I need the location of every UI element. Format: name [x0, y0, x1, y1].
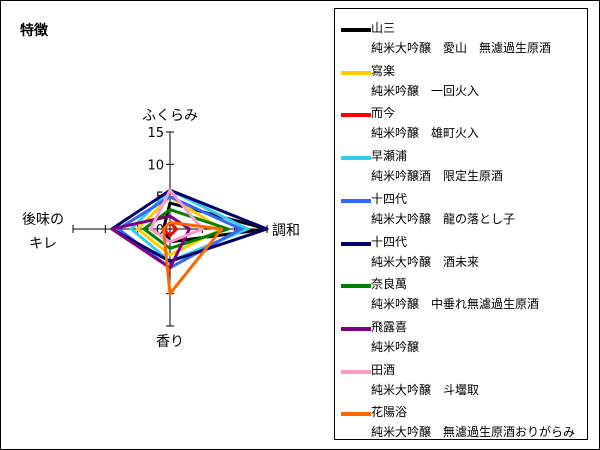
- series-line: [149, 188, 204, 244]
- legend-item: 山三純米大吟醸 愛山 無濾過生原酒: [335, 19, 589, 63]
- legend-item: 早瀬浦純米吟醸酒 限定生原酒: [335, 147, 589, 191]
- legend-series-description: 純米吟醸: [371, 339, 420, 354]
- series-line: [110, 188, 269, 263]
- legend-series-description: 純米吟醸酒 限定生原酒: [371, 169, 504, 184]
- legend-item: 十四代純米大吟醸 龍の落とし子: [335, 190, 589, 234]
- legend-item: 田酒純米大吟醸 斗壜取: [335, 361, 589, 405]
- axis-label: 香り: [156, 334, 184, 350]
- legend-item: 寫楽純米吟醸 一回火入: [335, 62, 589, 106]
- legend-series-name: 而今: [371, 106, 396, 121]
- legend-series-description: 純米吟醸 中垂れ無濾過生原酒: [371, 297, 540, 312]
- legend-series-description: 純米吟醸 一回火入: [371, 83, 480, 98]
- legend-swatch: [341, 284, 371, 289]
- tick-label: 10: [147, 158, 164, 173]
- legend-series-name: 花陽浴: [371, 405, 408, 420]
- legend-swatch: [341, 241, 371, 246]
- legend-series-name: 早瀬浦: [371, 149, 408, 164]
- legend-series-description: 純米吟醸 雄町火入: [371, 126, 480, 141]
- legend-swatch: [341, 70, 371, 75]
- axis-label: 調和: [272, 223, 300, 239]
- tick-label: 0: [156, 223, 164, 238]
- series-line: [162, 221, 224, 296]
- legend-item: 飛露喜純米吟醸: [335, 318, 589, 362]
- legend-series-description: 純米大吟醸 斗壜取: [371, 382, 480, 397]
- legend-series-name: 十四代: [371, 234, 408, 249]
- legend-swatch: [341, 369, 371, 374]
- legend-series-description: 純米大吟醸 愛山 無濾過生原酒: [371, 41, 552, 55]
- axis-label: ふくらみ: [142, 108, 198, 124]
- legend-item: 花陽浴純米大吟醸 無濾過生原酒おりがらみ: [335, 403, 589, 447]
- legend-series-description: 純米大吟醸 酒未来: [371, 254, 480, 269]
- legend-series-name: 山三: [371, 21, 396, 35]
- legend: 山三純米大吟醸 愛山 無濾過生原酒寫楽純米吟醸 一回火入而今純米吟醸 雄町火入早…: [334, 8, 588, 440]
- legend-series-name: 飛露喜: [371, 319, 408, 334]
- legend-series-name: 十四代: [371, 191, 408, 206]
- legend-item: 十四代純米大吟醸 酒未来: [335, 233, 589, 277]
- legend-swatch: [341, 156, 371, 161]
- legend-series-description: 純米大吟醸 無濾過生原酒おりがらみ: [371, 425, 576, 440]
- chart-title: 特徴: [20, 23, 48, 39]
- legend-swatch: [341, 412, 371, 417]
- legend-series-name: 奈良萬: [371, 277, 408, 292]
- legend-swatch: [341, 326, 371, 331]
- legend-item: 而今純米吟醸 雄町火入: [335, 104, 589, 148]
- tick-label: 15: [147, 126, 164, 141]
- legend-swatch: [341, 198, 371, 203]
- legend-series-name: 田酒: [371, 362, 396, 377]
- legend-series-description: 純米大吟醸 龍の落とし子: [371, 211, 516, 226]
- axis-label: 後味のキレ: [22, 212, 64, 252]
- legend-item: 奈良萬純米吟醸 中垂れ無濾過生原酒: [335, 275, 589, 319]
- series-line: [136, 195, 224, 257]
- legend-series-name: 寫楽: [371, 63, 396, 78]
- legend-swatch: [341, 113, 371, 118]
- legend-swatch: [341, 28, 371, 32]
